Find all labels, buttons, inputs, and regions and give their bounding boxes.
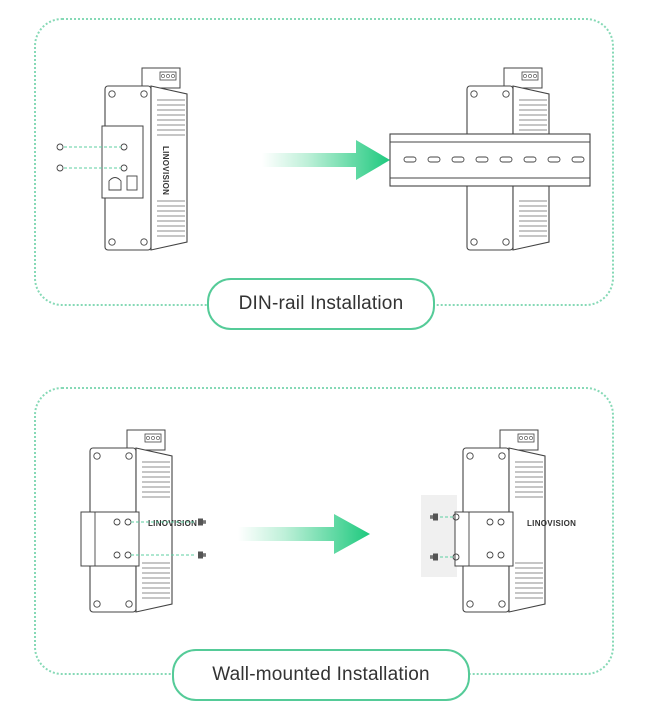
wall-bracket-icon bbox=[80, 511, 140, 567]
brand-text: LINOVISION bbox=[527, 519, 576, 528]
arrow-right-icon bbox=[238, 514, 370, 554]
guide-lines bbox=[64, 146, 121, 169]
brand-text: LINOVISION bbox=[161, 146, 170, 195]
screw-icon bbox=[56, 143, 64, 172]
wall-bracket-icon bbox=[452, 511, 514, 567]
din-rail-icon bbox=[389, 133, 591, 187]
wall-mounted-installation-label: Wall-mounted Installation bbox=[172, 649, 470, 701]
device-with-din-clip: LINOVISION bbox=[101, 67, 188, 251]
screw-icon bbox=[198, 518, 206, 559]
guide-lines bbox=[440, 516, 453, 558]
wall-surface bbox=[421, 495, 457, 577]
brand-text: LINOVISION bbox=[148, 519, 197, 528]
device-on-wall: LINOVISION bbox=[462, 429, 576, 613]
din-rail-installation-label: DIN-rail Installation bbox=[207, 278, 435, 330]
device-with-wall-bracket: LINOVISION bbox=[89, 429, 197, 613]
arrow-right-icon bbox=[262, 140, 390, 180]
guide-lines bbox=[131, 521, 195, 556]
